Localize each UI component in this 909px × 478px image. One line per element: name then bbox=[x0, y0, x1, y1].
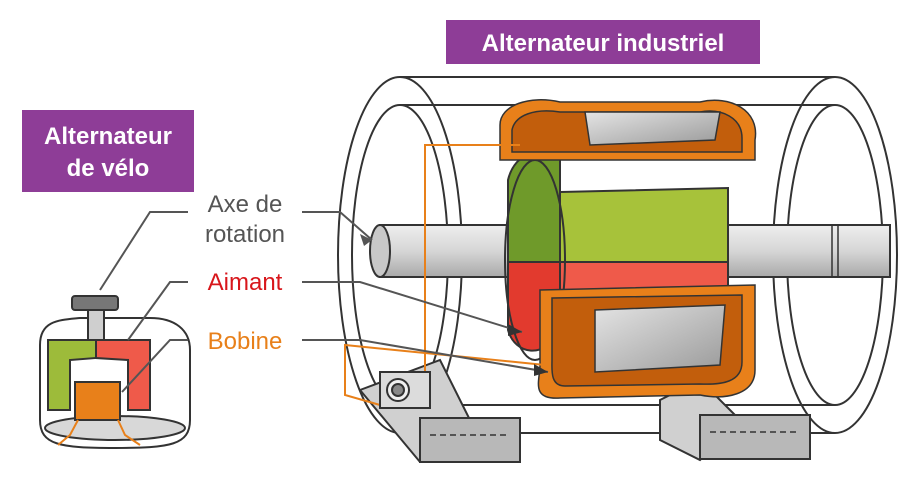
bike-magnet-red bbox=[95, 339, 151, 411]
bike-title-line2: de vélo bbox=[67, 155, 150, 182]
terminal-box bbox=[379, 371, 431, 409]
axis-leader-left bbox=[99, 211, 188, 291]
coil-label: Bobine bbox=[208, 328, 283, 355]
bike-alternator: Alternateur de vélo bbox=[22, 110, 194, 450]
bike-title-line1: Alternateur bbox=[44, 123, 172, 150]
bike-title-badge bbox=[22, 110, 194, 192]
coil-arrowhead bbox=[534, 364, 548, 376]
axis-label-line2: rotation bbox=[205, 221, 285, 248]
bike-coil bbox=[74, 381, 121, 421]
stator-coil-bottom bbox=[537, 284, 756, 399]
stator-coil-top bbox=[499, 99, 757, 161]
axis-leader-right bbox=[302, 211, 373, 241]
axis-label-line1: Axe de bbox=[208, 191, 283, 218]
bike-cap bbox=[71, 295, 119, 311]
bike-wires bbox=[57, 419, 141, 446]
coil-leader-left bbox=[121, 339, 188, 393]
industrial-alternator: Alternateur industriel bbox=[337, 20, 898, 464]
magnet-label: Aimant bbox=[208, 269, 283, 296]
axis-arrowhead bbox=[360, 234, 372, 246]
industrial-title-badge bbox=[446, 20, 760, 64]
magnet-leader-right bbox=[302, 281, 523, 333]
industrial-title: Alternateur industriel bbox=[482, 30, 725, 57]
bike-housing bbox=[39, 317, 191, 450]
coil-leader-right bbox=[302, 339, 549, 373]
magnet-leader-left bbox=[127, 281, 188, 341]
magnet-arrowhead bbox=[508, 324, 522, 336]
leader-lines bbox=[99, 211, 549, 393]
